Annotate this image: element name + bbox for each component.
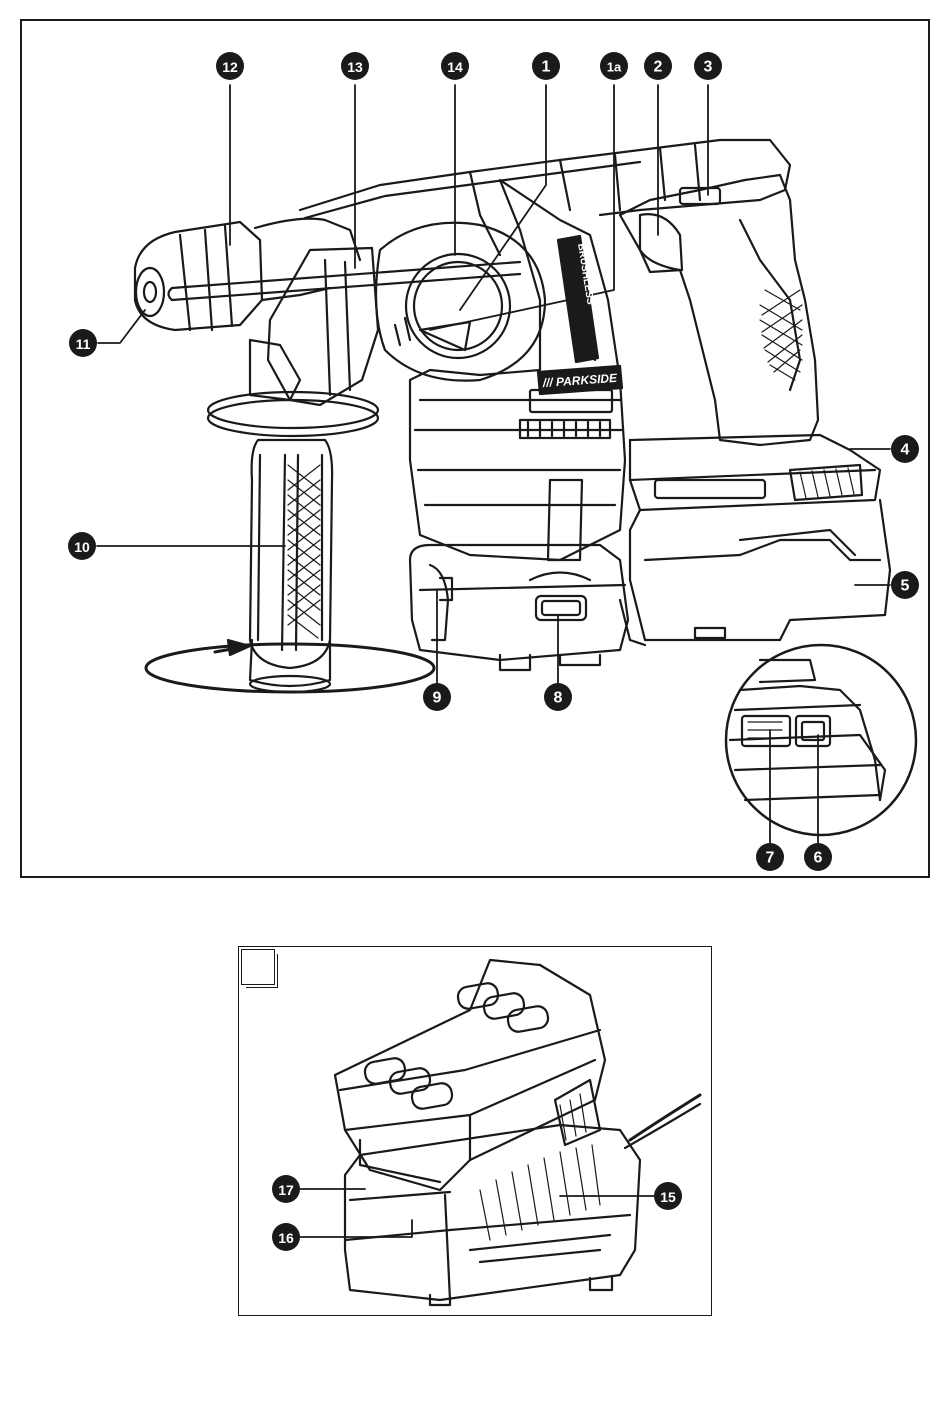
- battery-pack: [620, 435, 890, 645]
- callout-1a: 1a: [600, 52, 628, 80]
- callout-10: 10: [68, 532, 96, 560]
- callout-6: 6: [804, 843, 832, 871]
- svg-text:4: 4: [901, 442, 910, 459]
- callout-12: 12: [216, 52, 244, 80]
- callout-14: 14: [441, 52, 469, 80]
- callout-11: 11: [69, 329, 97, 357]
- callout-2: 2: [644, 52, 672, 80]
- svg-text:3: 3: [704, 59, 713, 76]
- side-handle-grip: [146, 440, 434, 692]
- svg-text:5: 5: [901, 578, 910, 595]
- svg-text:11: 11: [76, 336, 91, 352]
- callout-1: 1: [532, 52, 560, 80]
- svg-text:2: 2: [654, 59, 663, 76]
- svg-text:1: 1: [542, 59, 551, 76]
- callout-5: 5: [891, 571, 919, 599]
- mode-selector-area: [376, 223, 545, 381]
- callout-4: 4: [891, 435, 919, 463]
- callout-3: 3: [694, 52, 722, 80]
- callout-13: 13: [341, 52, 369, 80]
- callout-7: 7: [756, 843, 784, 871]
- detail-inset: [726, 645, 916, 835]
- svg-text:1a: 1a: [607, 60, 622, 75]
- callout-8: 8: [544, 683, 572, 711]
- svg-text:8: 8: [554, 690, 563, 707]
- svg-text:6: 6: [814, 850, 823, 867]
- svg-text:14: 14: [447, 59, 463, 75]
- leader-lines-fig1: [97, 85, 890, 845]
- figure-tab: [241, 949, 275, 985]
- svg-text:13: 13: [347, 59, 363, 75]
- figure-2-charger: [238, 946, 712, 1316]
- svg-text:12: 12: [222, 59, 238, 75]
- svg-text:10: 10: [74, 539, 90, 555]
- main-handle: [620, 175, 818, 445]
- figure-tab-shadow: [246, 954, 278, 988]
- svg-text:9: 9: [433, 690, 442, 707]
- side-handle-clamp: [208, 248, 378, 436]
- hammer-housing: [300, 140, 790, 255]
- motor-base: [410, 545, 628, 670]
- callout-9: 9: [423, 683, 451, 711]
- svg-text:7: 7: [766, 850, 775, 867]
